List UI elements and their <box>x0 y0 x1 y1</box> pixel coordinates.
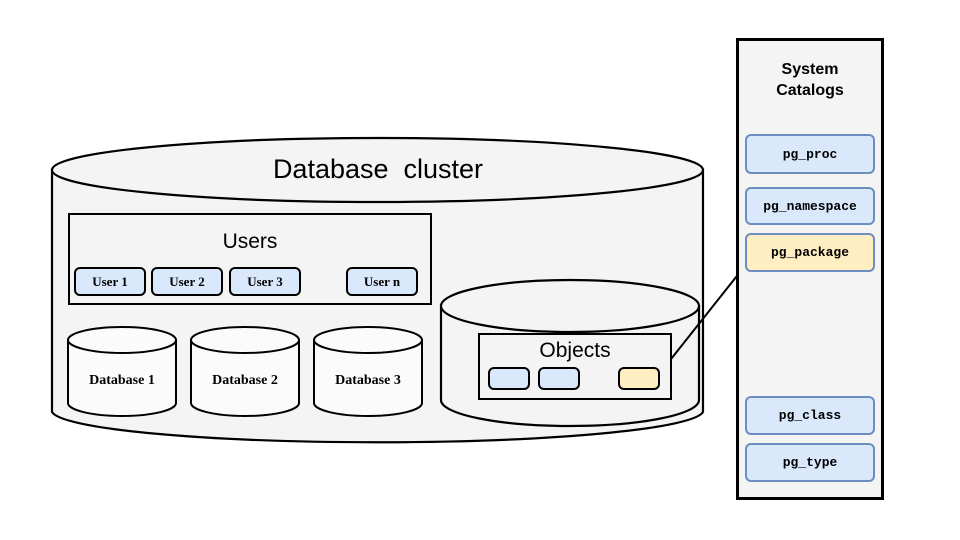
catalog-entry-pg-package-label: pg_package <box>770 245 849 260</box>
catalog-entry-pg-namespace-label: pg_namespace <box>763 198 857 214</box>
user-chip-n[interactable]: User n <box>346 267 418 296</box>
database-3-label: Database 3 <box>335 373 401 388</box>
user-chip-1[interactable]: User 1 <box>74 267 146 296</box>
user-chip-2[interactable]: User 2 <box>151 267 223 296</box>
catalog-entry-pg-class-label: pg_class <box>778 408 842 423</box>
object-chip-highlight[interactable] <box>618 367 660 390</box>
user-chip-1-label: User 1 <box>92 273 128 289</box>
database-2-label: Database 2 <box>212 373 278 388</box>
users-group-title: Users <box>222 230 278 253</box>
user-chip-2-label: User 2 <box>169 273 205 289</box>
user-chip-3[interactable]: User 3 <box>229 267 301 296</box>
catalog-entry-pg-proc[interactable]: pg_proc <box>745 134 875 174</box>
object-chip-2[interactable] <box>538 367 580 390</box>
catalog-entry-pg-type[interactable]: pg_type <box>745 443 875 482</box>
database-2-cylinder <box>190 326 300 417</box>
database-1-label: Database 1 <box>89 373 155 388</box>
database-1-cylinder <box>67 326 177 417</box>
catalog-entry-pg-package[interactable]: pg_package <box>745 233 875 272</box>
user-chip-n-label: User n <box>363 273 401 289</box>
system-catalogs-title-line1: System <box>781 61 839 78</box>
database-3-cylinder <box>313 326 423 417</box>
user-chip-3-label: User 3 <box>247 273 283 289</box>
catalog-entry-pg-class[interactable]: pg_class <box>745 396 875 435</box>
system-catalogs-title-line2: Catalogs <box>776 82 844 99</box>
catalog-entry-pg-proc-label: pg_proc <box>782 146 838 162</box>
catalog-entry-pg-namespace[interactable]: pg_namespace <box>745 187 875 225</box>
object-chip-1[interactable] <box>488 367 530 390</box>
objects-group-title: Objects <box>539 339 611 362</box>
catalog-entry-pg-type-label: pg_type <box>782 455 838 470</box>
cluster-title: Database cluster <box>272 154 484 184</box>
